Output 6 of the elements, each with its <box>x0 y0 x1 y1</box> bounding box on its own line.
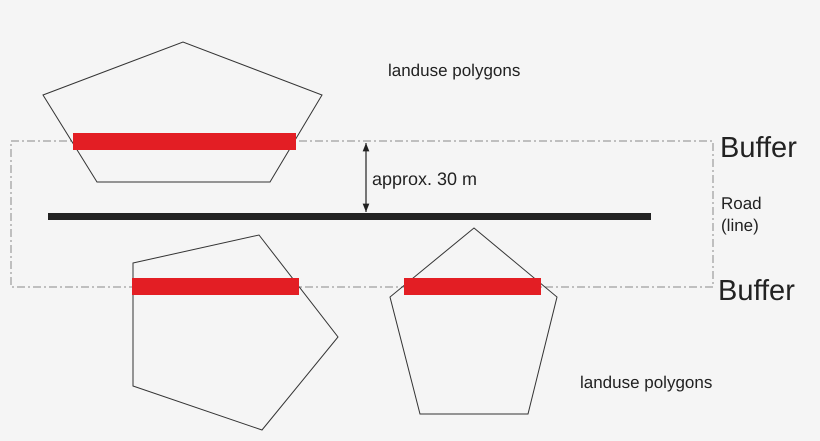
buffer-label: Buffer <box>720 131 797 166</box>
buffer-label: Buffer <box>718 274 795 309</box>
dimension-label: approx. 30 m <box>372 168 478 191</box>
road-label: Road (line) <box>721 193 763 238</box>
polygon-label: landuse polygons <box>388 60 520 82</box>
polygon-label: landuse polygons <box>580 372 712 394</box>
